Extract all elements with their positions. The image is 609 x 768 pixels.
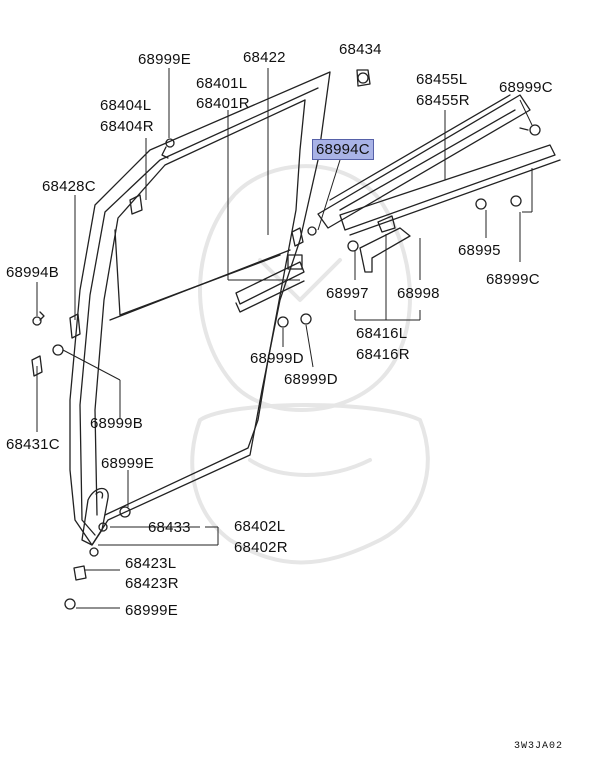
label-68416L[interactable]: 68416L [356,325,408,342]
label-68401L[interactable]: 68401L [196,75,248,92]
label-68999C-top[interactable]: 68999C [499,79,553,96]
bolt-68999E-top [161,138,175,159]
label-68995[interactable]: 68995 [458,242,501,259]
label-68431C[interactable]: 68431C [6,436,60,453]
label-68994C-highlighted[interactable]: 68994C [312,139,374,160]
label-68994B[interactable]: 68994B [6,264,59,281]
label-68416R[interactable]: 68416R [356,346,410,363]
upper-rail [235,261,305,305]
center-rail [317,94,531,229]
lower-hinge [81,487,109,546]
label-68999E-mid[interactable]: 68999E [101,455,154,472]
label-68434[interactable]: 68434 [339,41,382,58]
bolt-68999C-top [519,124,541,136]
label-68998[interactable]: 68998 [397,285,440,302]
label-68455R[interactable]: 68455R [416,92,470,109]
label-68423L[interactable]: 68423L [125,555,177,572]
label-68999C-mid[interactable]: 68999C [486,271,540,288]
label-68402R[interactable]: 68402R [234,539,288,556]
label-68401R[interactable]: 68401R [196,95,250,112]
diagram-code: 3W3JA02 [514,741,564,752]
label-68433[interactable]: 68433 [148,519,191,536]
label-68423R[interactable]: 68423R [125,575,179,592]
label-68999B[interactable]: 68999B [90,415,143,432]
label-68455L[interactable]: 68455L [416,71,468,88]
label-68402L[interactable]: 68402L [234,518,286,535]
label-68999D-b[interactable]: 68999D [284,371,338,388]
lower-arm [359,227,411,273]
label-68999E-top[interactable]: 68999E [138,51,191,68]
label-68997[interactable]: 68997 [326,285,369,302]
label-68428C[interactable]: 68428C [42,178,96,195]
label-68999D-a[interactable]: 68999D [250,350,304,367]
watermark-emblem [190,164,430,565]
label-68999E-bot[interactable]: 68999E [125,602,178,619]
label-68422[interactable]: 68422 [243,49,286,66]
label-68404R[interactable]: 68404R [100,118,154,135]
label-68404L[interactable]: 68404L [100,97,152,114]
